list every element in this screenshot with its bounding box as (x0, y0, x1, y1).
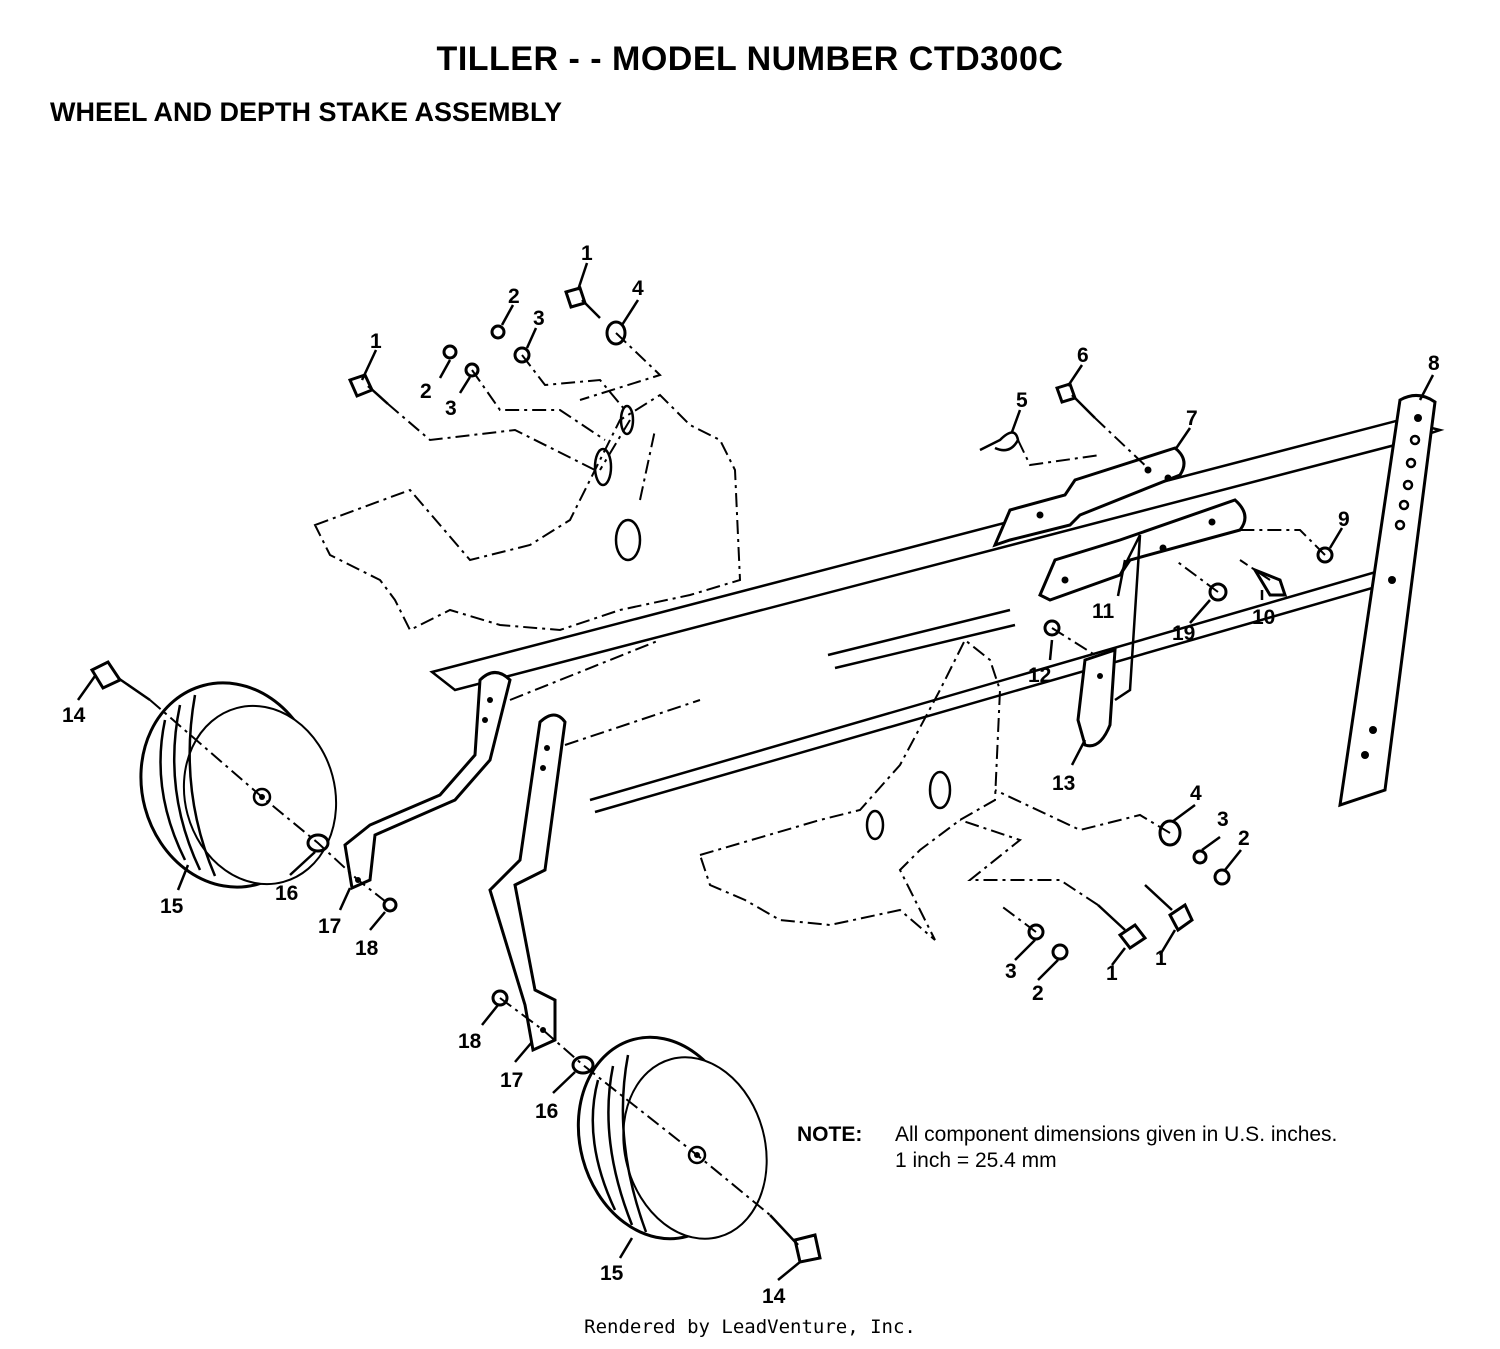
frame-bar (429, 418, 1445, 814)
callout-2: 2 (508, 285, 520, 308)
callout-5: 5 (1016, 389, 1028, 412)
wheel-bracket-left (343, 671, 512, 891)
callout-1: 1 (370, 330, 382, 353)
callout-labels: 1 1 2 3 2 3 4 6 5 7 8 9 11 19 10 12 13 1… (62, 242, 1440, 1308)
callout-3: 3 (1217, 808, 1229, 831)
callout-12: 12 (1028, 664, 1051, 687)
callout-11: 11 (1092, 600, 1115, 623)
depth-stake-bracket (992, 446, 1247, 702)
callout-13: 13 (1052, 772, 1075, 795)
callout-4: 4 (632, 277, 644, 300)
callout-2: 2 (1238, 827, 1250, 850)
callout-17: 17 (500, 1069, 523, 1092)
assembly-lines (149, 332, 1326, 1216)
note-line-2: 1 inch = 25.4 mm (895, 1149, 1057, 1172)
callout-9: 9 (1338, 508, 1350, 531)
footer-credit: Rendered by LeadVenture, Inc. (584, 1316, 916, 1338)
wheel-left (139, 681, 338, 889)
callout-14: 14 (762, 1285, 786, 1308)
depth-stake (1338, 394, 1437, 808)
callout-2: 2 (1032, 982, 1044, 1005)
callout-17: 17 (318, 915, 341, 938)
page-subtitle: WHEEL AND DEPTH STAKE ASSEMBLY (50, 97, 563, 127)
wheel-right (576, 1035, 768, 1241)
callout-1: 1 (581, 242, 593, 265)
callout-3: 3 (533, 307, 545, 330)
callout-1: 1 (1155, 947, 1167, 970)
note-label: NOTE: (797, 1123, 863, 1146)
wheel-bracket-right (488, 713, 567, 1053)
callout-19: 19 (1172, 622, 1195, 645)
callout-10: 10 (1252, 606, 1275, 629)
callout-2: 2 (420, 380, 432, 403)
callout-7: 7 (1186, 407, 1198, 430)
left-tine-shield (313, 393, 742, 632)
page-title: TILLER - - MODEL NUMBER CTD300C (436, 40, 1064, 78)
callout-15: 15 (600, 1262, 624, 1285)
callout-6: 6 (1077, 344, 1089, 367)
callout-1: 1 (1106, 962, 1118, 985)
callout-18: 18 (458, 1030, 482, 1053)
callout-16: 16 (275, 882, 298, 905)
callout-8: 8 (1428, 352, 1440, 375)
right-tine-shield (698, 638, 1002, 941)
callout-14: 14 (62, 704, 86, 727)
note-line-1: All component dimensions given in U.S. i… (895, 1123, 1338, 1146)
callout-15: 15 (160, 895, 184, 918)
callout-3: 3 (445, 397, 457, 420)
leader-lines (76, 262, 1435, 1281)
callout-4: 4 (1190, 782, 1202, 805)
callout-3: 3 (1005, 960, 1017, 983)
callout-18: 18 (355, 937, 379, 960)
depth-latch (1076, 647, 1117, 748)
callout-16: 16 (535, 1100, 558, 1123)
